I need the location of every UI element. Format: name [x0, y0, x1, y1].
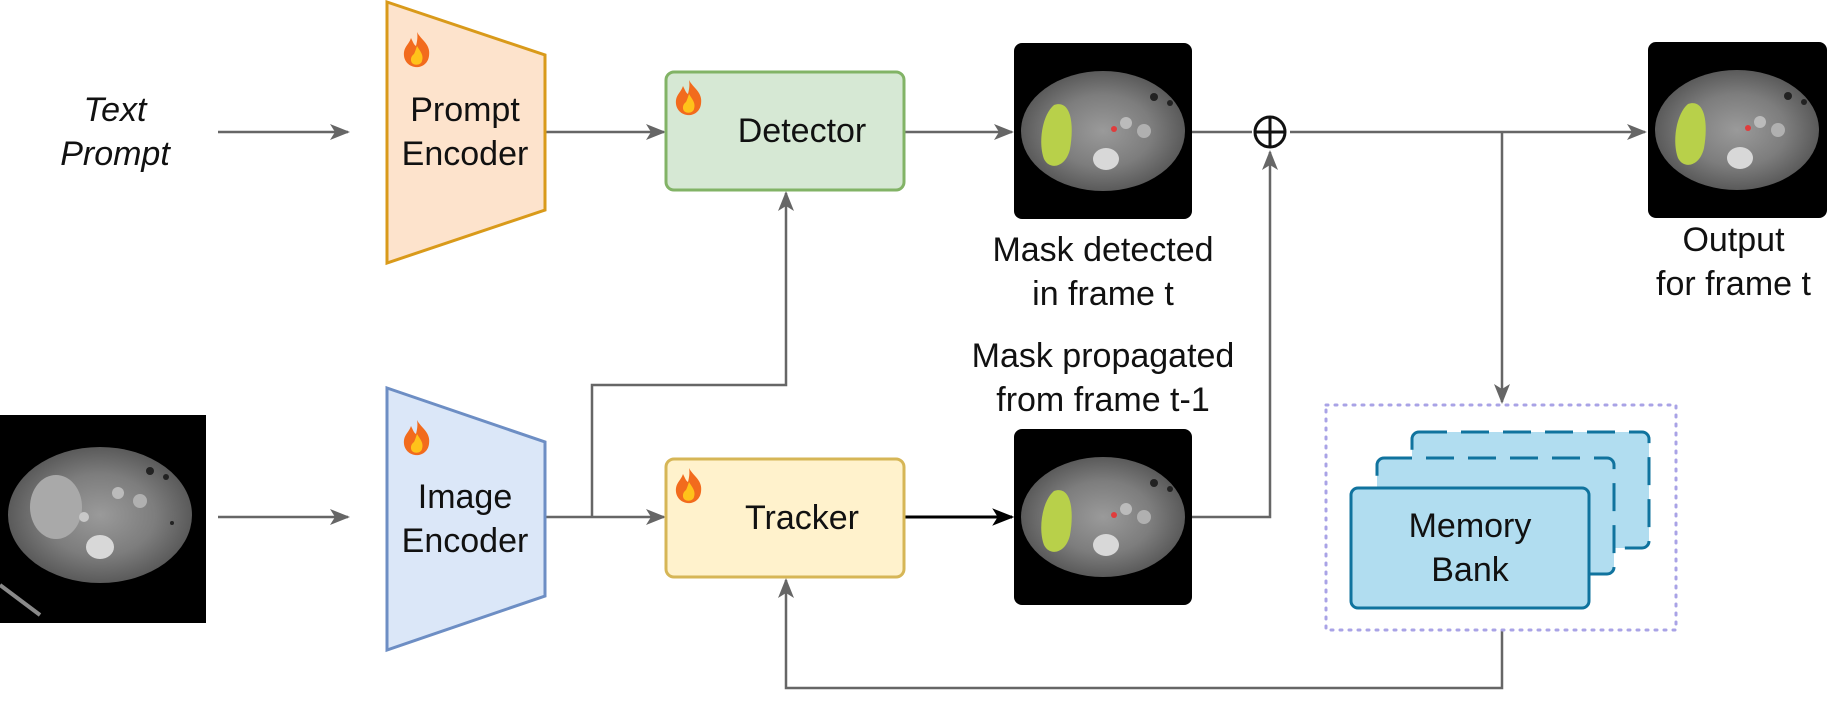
connectors [218, 124, 1647, 690]
arrow-mask-propagated-to-combine [1192, 150, 1278, 519]
detector-box [664, 70, 906, 192]
tracker-box [664, 457, 906, 579]
prompt-encoder-shape [385, 0, 547, 266]
output-caption: Output for frame t [1656, 221, 1811, 303]
memory-bank-box [1349, 486, 1591, 610]
detector-label: Detector [737, 112, 867, 150]
mask-propagated-caption: Mask propagated from frame t-1 [971, 337, 1235, 419]
mask-detected-image [1014, 43, 1192, 219]
image-encoder-shape [385, 385, 547, 653]
arrow-memory-bank-to-tracker [778, 578, 1504, 690]
tracker-label: Tracker [745, 499, 859, 537]
memory-bank-frame [1324, 403, 1678, 632]
prompt-encoder-label: Prompt Encoder [401, 91, 529, 173]
mask-propagated-image [1014, 429, 1192, 605]
combine-symbol [1253, 115, 1287, 149]
text-prompt-label: Text Prompt [60, 91, 170, 173]
input-ct-image [0, 415, 206, 623]
image-encoder-label: Image Encoder [401, 478, 529, 560]
memory-bank-label: Memory Bank [1408, 507, 1532, 589]
output-image [1648, 42, 1827, 218]
arrow-image-encoder-to-detector [590, 191, 794, 517]
mask-detected-caption: Mask detected in frame t [992, 231, 1214, 313]
